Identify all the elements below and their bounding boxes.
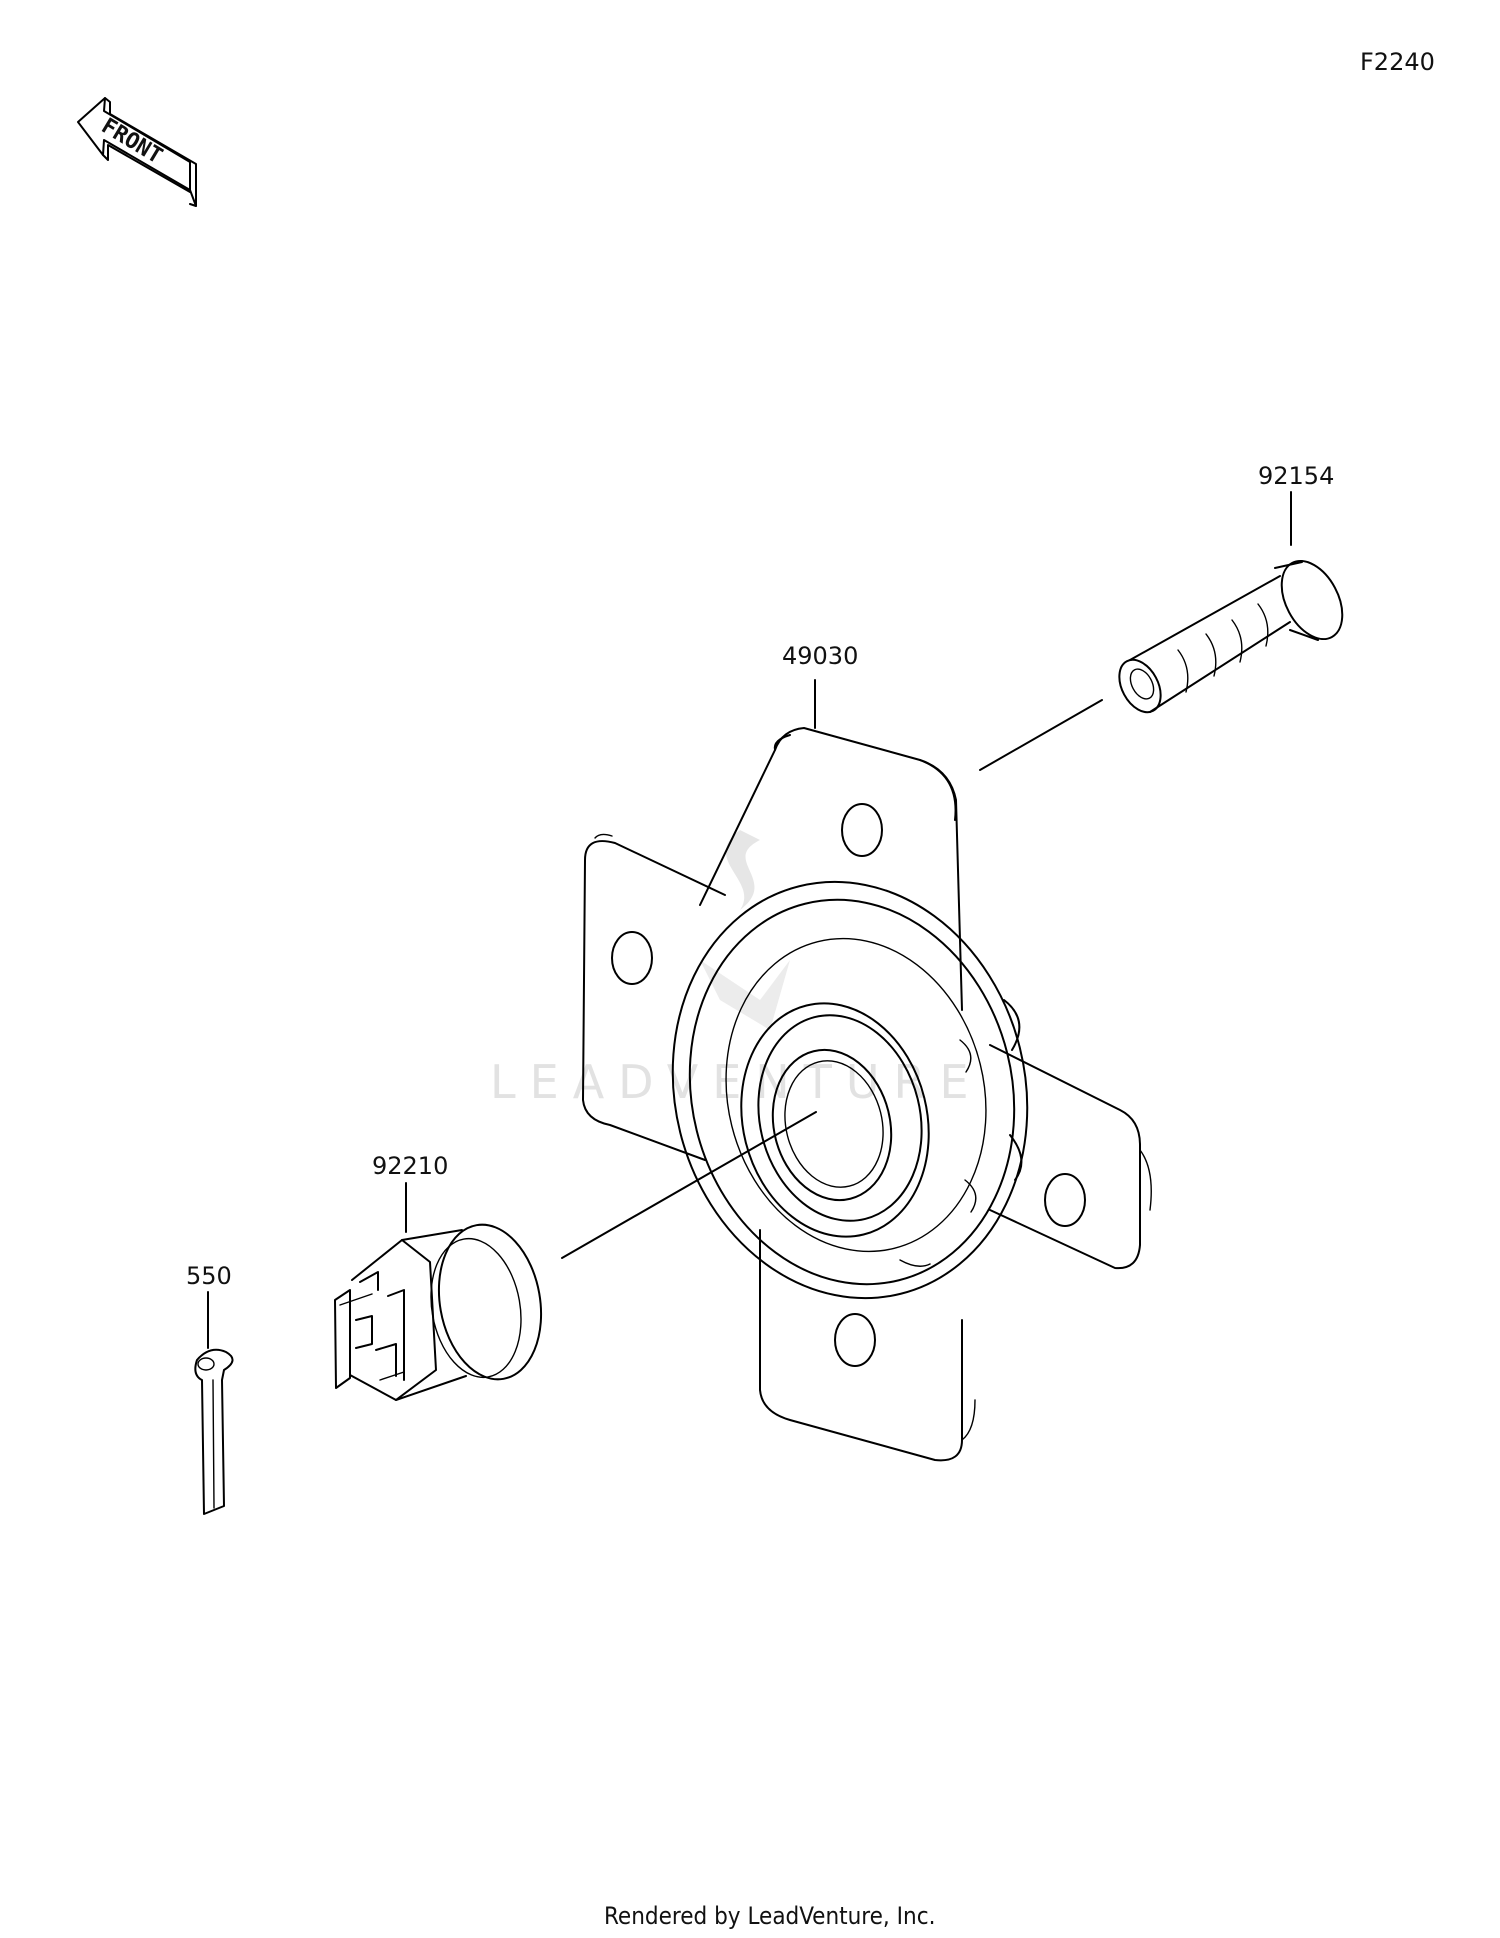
part-label-550: 550: [186, 1262, 232, 1290]
cotter-pin-550: [194, 1348, 234, 1515]
castle-nut-92210: [334, 1223, 543, 1401]
footer-credit: Rendered by LeadVenture, Inc.: [604, 1902, 935, 1930]
part-label-92210: 92210: [372, 1152, 448, 1180]
front-arrow-icon: FRONT: [77, 97, 197, 207]
leader-nut-to-hub: [561, 1111, 817, 1259]
part-label-49030: 49030: [782, 642, 858, 670]
watermark-text: LEADVENTURE: [490, 1055, 983, 1109]
bolt-92154: [1118, 559, 1344, 714]
part-label-92154: 92154: [1258, 462, 1334, 490]
hub-49030: [582, 727, 1152, 1462]
leader-bolt-to-hub: [979, 699, 1103, 771]
watermark: LEADVENTURE: [490, 830, 983, 1109]
page-code: F2240: [1360, 48, 1435, 76]
